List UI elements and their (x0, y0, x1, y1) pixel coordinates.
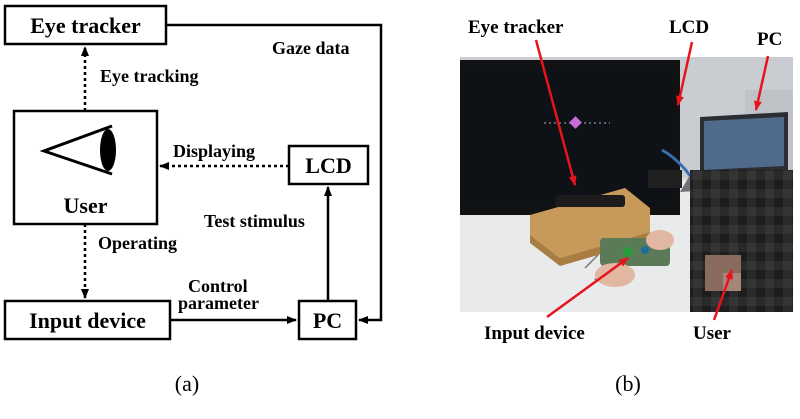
eye-icon (39, 124, 116, 176)
eye-tracking-label: Eye tracking (100, 66, 199, 86)
lcd-pointer (676, 41, 694, 106)
block-diagram: Eye tracker User LCD PC Input device Gaz… (3, 4, 383, 396)
input-device-pointer (546, 256, 629, 319)
displaying-label: Displaying (173, 141, 255, 161)
user-box (12, 109, 159, 226)
input-device-box (3, 299, 172, 341)
lcd-box (287, 144, 370, 186)
photo-panel: Eye tracker LCD PC Input device User (b) (460, 17, 793, 396)
pc-label: PC (313, 308, 342, 333)
caption-a: (a) (175, 371, 199, 396)
photo-label-pc: PC (757, 29, 782, 50)
control-parameter-label-line2: parameter (178, 293, 259, 313)
operating-label: Operating (98, 233, 177, 253)
photo-label-lcd: LCD (669, 17, 709, 38)
eye-tracker-pointer (534, 39, 577, 186)
user-pointer (712, 269, 734, 321)
photo-label-input-device: Input device (484, 323, 585, 344)
pc-pointer (754, 55, 770, 111)
photo-label-eye-tracker: Eye tracker (468, 17, 564, 38)
input-device-label: Input device (29, 308, 146, 333)
control-parameter-label-line1: Control (188, 276, 248, 296)
caption-b: (b) (615, 371, 641, 396)
pc-box (297, 299, 358, 341)
eye-tracker-box (3, 4, 168, 46)
eye-tracker-device (555, 195, 625, 207)
photo-label-user: User (693, 323, 732, 344)
lcd-label: LCD (305, 153, 351, 178)
user-label: User (64, 193, 108, 218)
gaze-data-label: Gaze data (272, 38, 349, 58)
test-stimulus-label: Test stimulus (204, 211, 305, 231)
eye-tracker-label: Eye tracker (30, 13, 141, 38)
setup-photo (460, 57, 793, 312)
gaze-data-arrow (166, 23, 383, 324)
